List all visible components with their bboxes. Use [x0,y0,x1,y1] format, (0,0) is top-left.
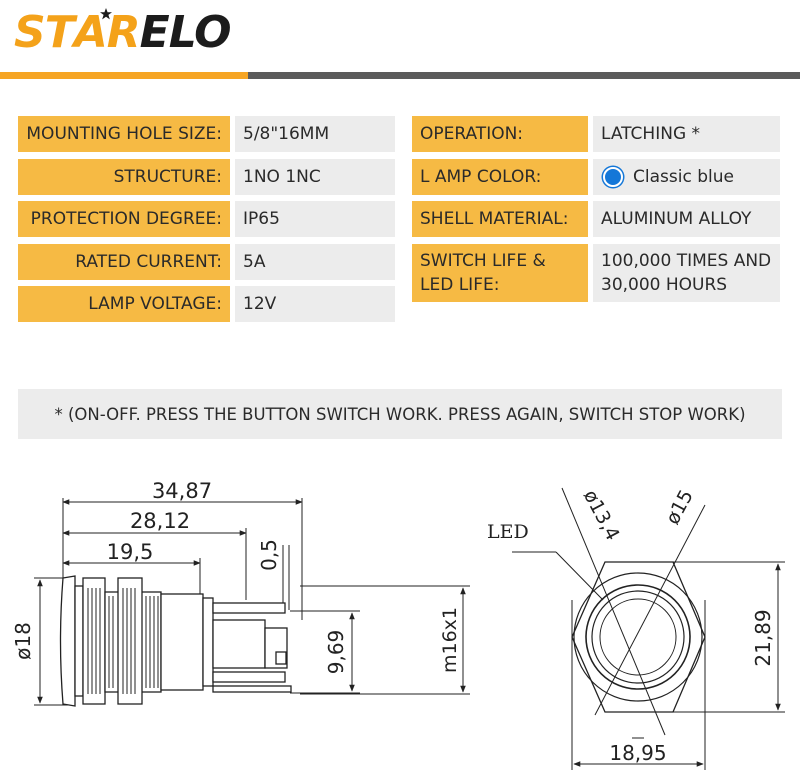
led-label: LED [487,521,529,543]
dim-inner-label: ø13,4 [579,486,624,544]
dim-terminal-label: 9,69 [324,630,348,675]
dim-height-label: 21,89 [751,609,775,666]
spec-value: 5/8"16MM [235,116,395,152]
spec-value: 1NO 1NC [235,159,395,195]
spec-row-life: SWITCH LIFE & LED LIFE: 100,000 TIMES AN… [412,244,780,302]
spec-row-lamp-voltage: LAMP VOLTAGE: 12V [18,286,395,322]
spec-key: PROTECTION DEGREE: [18,201,230,237]
spec-value: 5A [235,244,395,280]
spec-value: 12V [235,286,395,322]
spec-value-line: 30,000 HOURS [601,275,728,295]
brand-part-1: ST [14,6,75,58]
header-rule [248,72,800,79]
spec-key: STRUCTURE: [18,159,230,195]
dim-gap-label: 0,5 [257,539,281,571]
header-rule-accent [0,72,248,79]
spec-value-line: 100,000 TIMES AND [601,251,772,271]
spec-value: 100,000 TIMES AND 30,000 HOURS [593,244,780,302]
dim-outer-label: ø15 [662,486,698,528]
operation-note: * (ON-OFF. PRESS THE BUTTON SWITCH WORK.… [18,389,782,439]
spec-value: Classic blue [593,159,780,195]
spec-key-line: LED LIFE: [420,275,500,295]
dim-thread-label: m16x1 [439,607,461,673]
spec-key: LAMP VOLTAGE: [18,286,230,322]
spec-value: IP65 [235,201,395,237]
spec-row-mounting-hole: MOUNTING HOLE SIZE: 5/8"16MM [18,116,395,152]
side-view-drawing: 34,87 28,12 19,5 0,5 ø18 9,69 m16x1 [11,479,470,707]
spec-value: ALUMINUM ALLOY [593,201,780,237]
spec-row-protection: PROTECTION DEGREE: IP65 [18,201,395,237]
spec-key-line: SWITCH LIFE & [420,251,546,271]
spec-value: LATCHING * [593,116,780,152]
spec-key: SWITCH LIFE & LED LIFE: [412,244,588,302]
spec-row-operation: OPERATION: LATCHING * [412,116,780,152]
brand-part-3: ELO [139,6,232,58]
color-swatch-icon [603,167,623,187]
front-view-drawing: LED ø13,4 ø15 21,89 18,95 [487,486,785,770]
dim-width-label: 18,95 [609,741,666,765]
spec-key: RATED CURRENT: [18,244,230,280]
spec-key: L AMP COLOR: [412,159,588,195]
spec-key: OPERATION: [412,116,588,152]
star-icon [100,8,112,20]
spec-row-current: RATED CURRENT: 5A [18,244,395,280]
dim-total-label: 34,87 [152,479,212,503]
spec-row-lamp-color: L AMP COLOR: Classic blue [412,159,780,195]
spec-row-shell: SHELL MATERIAL: ALUMINUM ALLOY [412,201,780,237]
spec-row-structure: STRUCTURE: 1NO 1NC [18,159,395,195]
spec-key: MOUNTING HOLE SIZE: [18,116,230,152]
spec-key: SHELL MATERIAL: [412,201,588,237]
dim-body-label: 28,12 [130,509,190,533]
dim-diameter-label: ø18 [11,622,35,660]
lamp-color-value: Classic blue [633,167,734,187]
dim-head-label: 19,5 [107,540,154,564]
